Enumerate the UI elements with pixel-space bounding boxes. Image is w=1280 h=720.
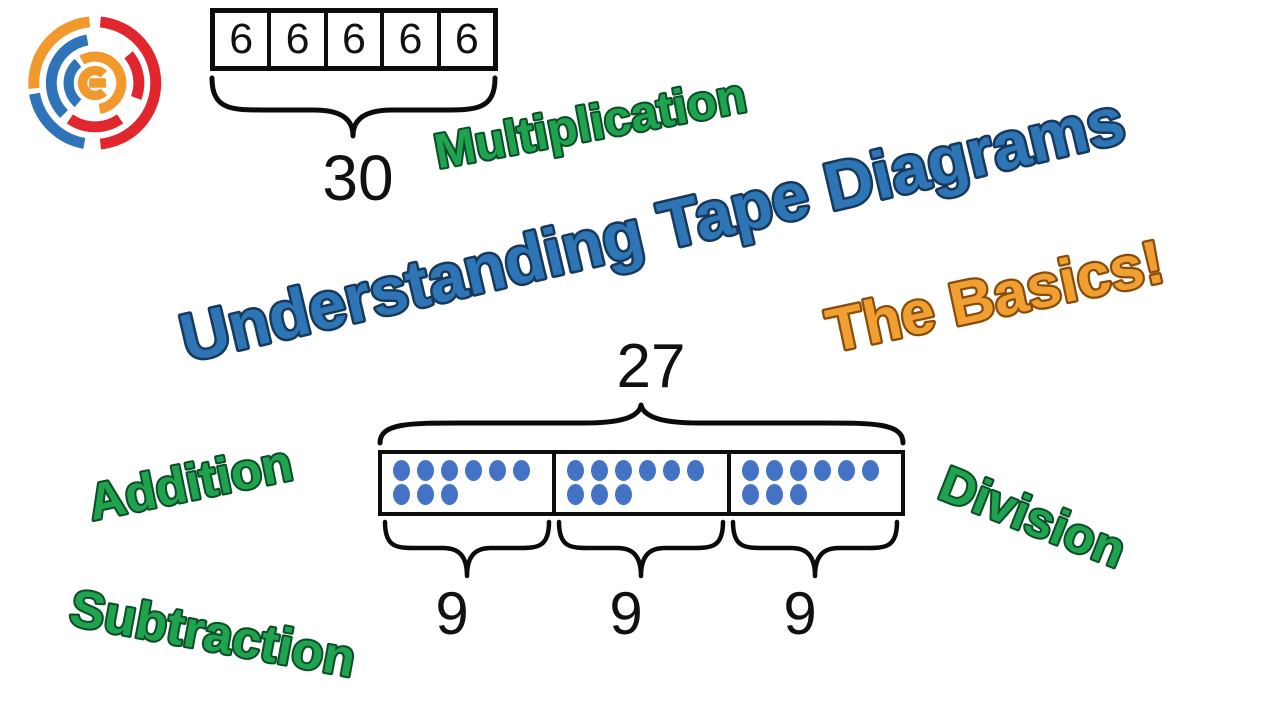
multiplication-tape-diagram: 6 6 6 6 6 [210, 8, 498, 71]
counter-dot [687, 460, 705, 481]
dot-row-top [567, 460, 726, 481]
counter-dot [591, 484, 609, 505]
counter-dot [861, 460, 879, 481]
cell-value: 6 [454, 15, 479, 63]
label-division: Division [932, 455, 1133, 578]
label-addition: Addition [83, 434, 297, 531]
logo-rings [28, 16, 162, 150]
cell-value: 6 [285, 15, 310, 63]
counter-dot [591, 460, 609, 481]
counter-dot [567, 460, 585, 481]
dot-cell [382, 454, 552, 512]
brace-multiplication-total [209, 75, 498, 139]
dot-row-bottom [393, 484, 552, 505]
division-tape-diagram [378, 450, 905, 516]
counter-dot [837, 460, 855, 481]
cell-value: 6 [342, 15, 366, 63]
counter-dot [393, 460, 410, 481]
division-part-label: 9 [609, 580, 643, 647]
counter-dot [813, 460, 831, 481]
counter-dot [393, 484, 410, 505]
dot-cell [726, 454, 901, 512]
division-part-label: 9 [783, 580, 817, 647]
brand-logo [28, 16, 162, 150]
label-multiplication: Multiplication [430, 69, 750, 180]
counter-dot [741, 484, 759, 505]
counter-dot [417, 460, 434, 481]
counter-dot [441, 484, 458, 505]
counter-dot [513, 460, 530, 481]
cell-value: 6 [398, 15, 423, 63]
tape-cell: 6 [267, 13, 323, 66]
dot-row-top [393, 460, 552, 481]
division-total-label: 27 [616, 332, 686, 401]
counter-dot [639, 460, 657, 481]
counter-dot [663, 460, 681, 481]
brace-part-2 [556, 519, 726, 579]
counter-dot [789, 460, 807, 481]
subtitle-the-basics: The Basics! [820, 227, 1169, 365]
counter-dot [765, 484, 783, 505]
counter-dot [765, 460, 783, 481]
counter-dot [465, 460, 482, 481]
counter-dot [615, 484, 633, 505]
counter-dot [567, 484, 585, 505]
label-subtraction: Subtraction [65, 579, 360, 689]
counter-dot [615, 460, 633, 481]
brace-part-3 [730, 519, 900, 579]
counter-dot [741, 460, 759, 481]
brace-part-1 [382, 519, 552, 579]
counter-dot [789, 484, 807, 505]
brace-division-total [377, 402, 906, 446]
dot-row-bottom [567, 484, 726, 505]
tape-cell: 6 [380, 13, 436, 66]
dot-cell [552, 454, 726, 512]
tape-cell: 6 [323, 13, 380, 66]
counter-dot [489, 460, 506, 481]
dot-row-top [741, 460, 901, 481]
cell-value: 6 [229, 15, 254, 63]
dot-row-bottom [741, 484, 901, 505]
counter-dot [417, 484, 434, 505]
counter-dot [441, 460, 458, 481]
tape-cell: 6 [436, 13, 493, 66]
tape-cell: 6 [215, 13, 267, 66]
division-part-label: 9 [435, 580, 469, 647]
multiplication-total-label: 30 [322, 142, 394, 214]
